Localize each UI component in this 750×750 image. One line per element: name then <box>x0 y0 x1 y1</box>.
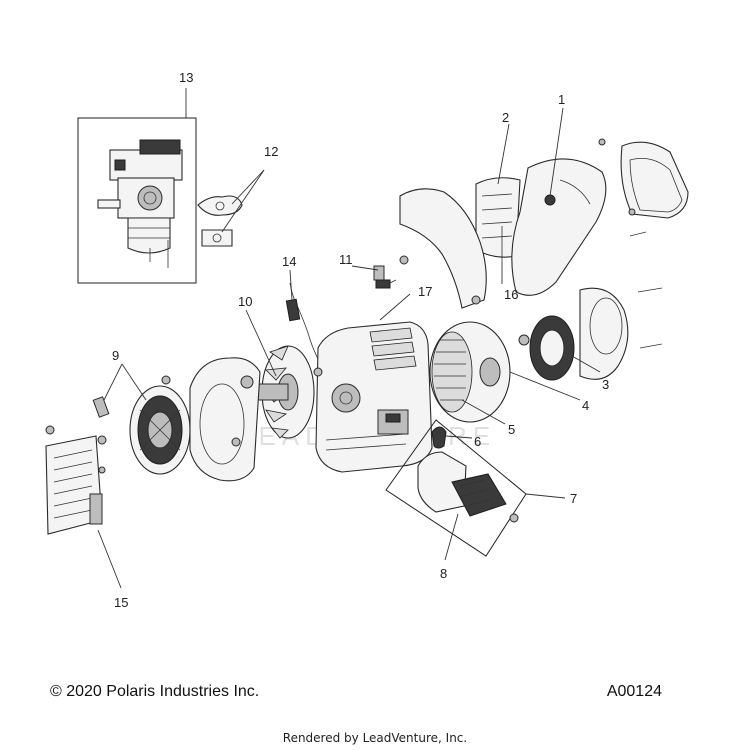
part-17-engine-block[interactable] <box>313 321 433 473</box>
part-12-gaskets[interactable] <box>197 195 243 247</box>
callout-13[interactable]: 13 <box>179 70 193 85</box>
callout-2[interactable]: 2 <box>502 110 509 125</box>
callout-3[interactable]: 3 <box>602 377 609 392</box>
callout-1[interactable]: 1 <box>558 92 565 107</box>
callout-8[interactable]: 8 <box>440 566 447 581</box>
side-cover[interactable] <box>399 188 487 309</box>
part-15-muffler-cover[interactable] <box>45 425 106 535</box>
callouts: 1 2 3 4 5 6 7 8 9 10 11 12 13 14 15 16 1… <box>112 70 609 610</box>
part-9-recoil-starter[interactable] <box>92 385 191 475</box>
callout-17[interactable]: 17 <box>418 284 432 299</box>
callout-11[interactable]: 11 <box>339 252 353 267</box>
callout-5[interactable]: 5 <box>508 422 515 437</box>
copyright-text: © 2020 Polaris Industries Inc. <box>50 683 260 700</box>
diagram-code: A00124 <box>606 683 662 700</box>
callout-12[interactable]: 12 <box>264 144 278 159</box>
outer-bracket[interactable] <box>598 138 689 219</box>
leader-lines <box>97 88 601 589</box>
callout-9[interactable]: 9 <box>112 348 119 363</box>
part-1-top-cover[interactable] <box>511 158 607 296</box>
callout-14[interactable]: 14 <box>282 254 296 269</box>
part-4-stator[interactable] <box>518 315 575 381</box>
callout-15[interactable]: 15 <box>114 595 128 610</box>
callout-16[interactable]: 16 <box>504 287 518 302</box>
part-13-carburetor[interactable] <box>77 117 197 284</box>
callout-6[interactable]: 6 <box>474 434 481 449</box>
callout-4[interactable]: 4 <box>582 398 589 413</box>
part-5-rotor[interactable] <box>429 321 511 423</box>
part-14-ignition-wire[interactable] <box>285 282 319 360</box>
part-11-sensor[interactable] <box>373 265 397 289</box>
fan-shroud[interactable] <box>161 357 261 482</box>
part-8-air-filter-element[interactable] <box>417 451 519 523</box>
callout-7[interactable]: 7 <box>570 491 577 506</box>
callout-10[interactable]: 10 <box>238 294 252 309</box>
part-6-oil-cap[interactable] <box>431 426 447 449</box>
part-3-rear-housing[interactable] <box>579 231 663 380</box>
rendered-by-text: Rendered by LeadVenture, Inc. <box>282 731 468 745</box>
